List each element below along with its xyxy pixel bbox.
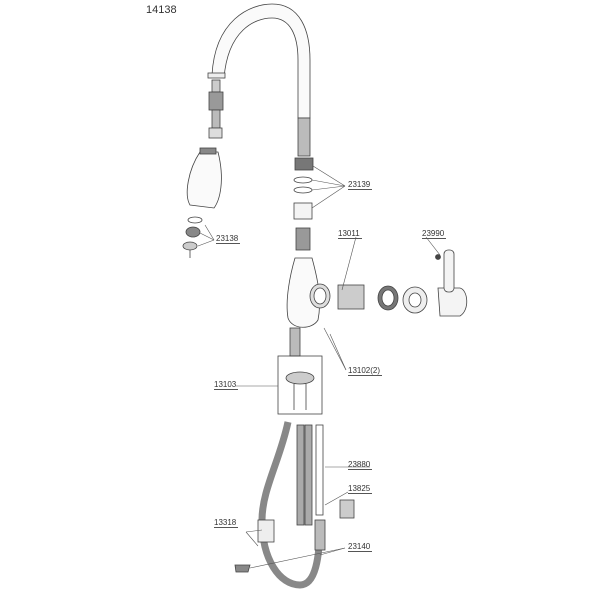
spout xyxy=(211,3,311,119)
part-label-13011: 13011 xyxy=(338,229,362,239)
part-label-13102: 13102(2) xyxy=(348,366,383,376)
part-label-23140: 23140 xyxy=(348,542,373,552)
part-label-23139: 23139 xyxy=(348,180,373,190)
part-label-13825: 13825 xyxy=(348,484,373,494)
part-label-23990: 23990 xyxy=(422,229,447,239)
part-label-13318: 13318 xyxy=(214,518,239,528)
part-label-23138: 23138 xyxy=(216,234,241,244)
diagram-title: 14138 xyxy=(146,4,177,16)
spray-head xyxy=(186,151,222,209)
part-label-23880: 23880 xyxy=(348,460,373,470)
faucet-body xyxy=(286,257,320,328)
part-label-13103: 13103 xyxy=(214,380,239,390)
